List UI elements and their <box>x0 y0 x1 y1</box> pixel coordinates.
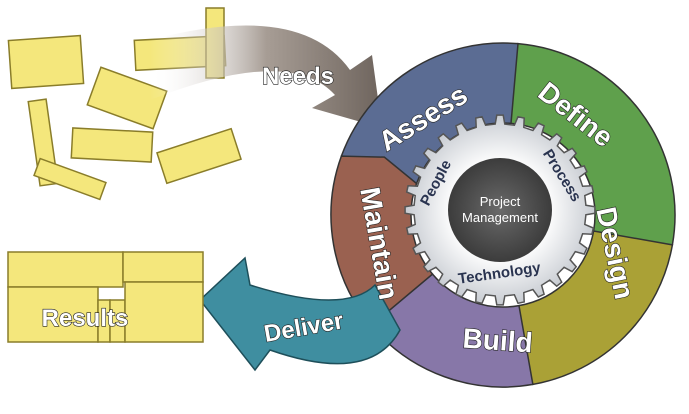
results-notes <box>7 251 204 343</box>
needs-arrow <box>150 25 382 128</box>
results-label: Results <box>42 305 129 332</box>
center-hub <box>448 158 552 262</box>
center-line1: Project <box>480 194 521 209</box>
center-line2: Management <box>462 210 538 225</box>
needs-label: Needs <box>262 63 334 90</box>
build-label: Build <box>462 323 534 359</box>
define-segment <box>510 42 676 253</box>
cycle-ring <box>330 42 676 388</box>
